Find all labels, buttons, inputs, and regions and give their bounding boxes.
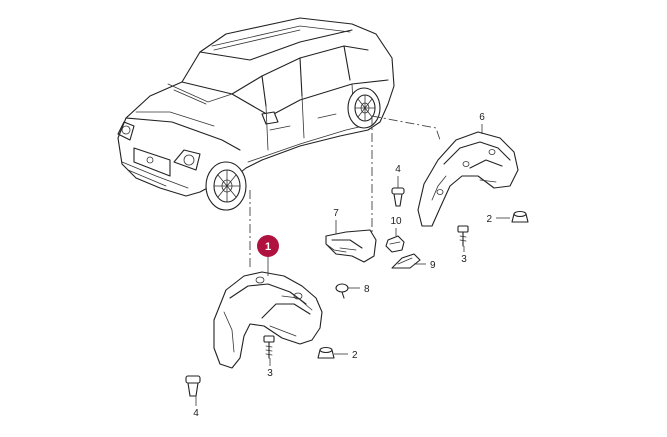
rear-wheel-arch-liner[interactable] <box>417 131 519 227</box>
callout-3-front[interactable]: 3 <box>267 368 273 379</box>
callout-8[interactable]: 8 <box>364 284 370 295</box>
retaining-clip[interactable] <box>385 235 405 253</box>
callout-9[interactable]: 9 <box>430 260 436 271</box>
callout-3-rear[interactable]: 3 <box>461 254 467 265</box>
vehicle-illustration <box>117 17 395 211</box>
callout-labels: 1 6 7 4 10 2 3 9 8 2 3 4 <box>193 112 492 419</box>
assembly-guide-lines <box>249 115 441 268</box>
callout-2-rear[interactable]: 2 <box>486 214 492 225</box>
callout-4-lower[interactable]: 4 <box>193 408 199 419</box>
callout-badge-highlight <box>257 235 279 257</box>
callout-1[interactable]: 1 <box>265 241 271 253</box>
screw-bracket[interactable] <box>335 283 349 299</box>
push-rivet-upper[interactable] <box>391 187 405 207</box>
trim-piece[interactable] <box>391 253 421 269</box>
nut-rear[interactable] <box>511 210 529 223</box>
nut-front[interactable] <box>317 346 335 359</box>
leader-lines <box>195 124 510 406</box>
screw-front[interactable] <box>263 335 275 359</box>
push-rivet-lower[interactable] <box>185 375 201 397</box>
callout-2-front[interactable]: 2 <box>352 350 358 361</box>
callout-4-upper[interactable]: 4 <box>395 164 401 175</box>
mounting-bracket[interactable] <box>325 229 377 263</box>
callout-6[interactable]: 6 <box>479 112 485 123</box>
front-wheel-arch-liner[interactable] <box>213 271 323 369</box>
callout-10[interactable]: 10 <box>390 216 402 227</box>
callout-7[interactable]: 7 <box>333 208 339 219</box>
screw-rear[interactable] <box>457 225 469 247</box>
